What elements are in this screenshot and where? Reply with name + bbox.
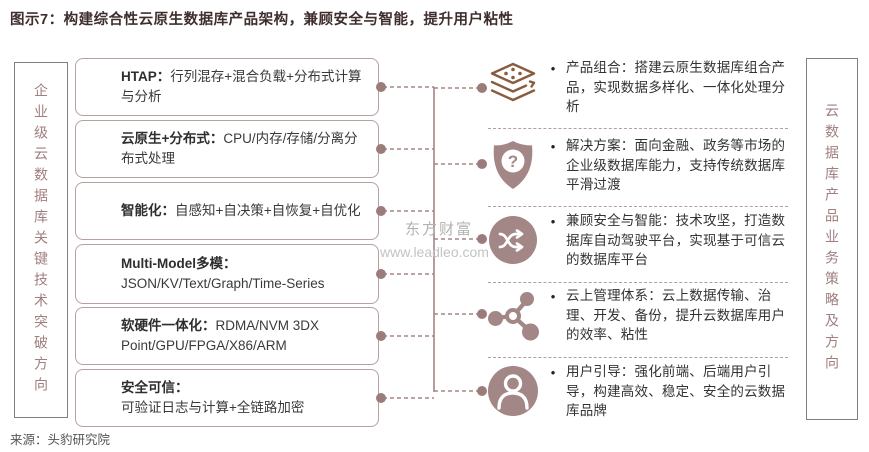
watermark-brand: 东方财富 xyxy=(405,221,474,238)
strategy-text: 产品组合：搭建云原生数据库组合产品，实现数据多样化、一体化处理分析 xyxy=(566,60,786,114)
row-separator xyxy=(488,128,788,129)
tech-box-text: 智能化：自感知+自决策+自恢复+自优化 xyxy=(121,201,364,221)
bullet-dot: • xyxy=(550,289,556,304)
strategy-text: 用户引导：强化前端、后端用户引导，构建高效、稳定、安全的云数据库品牌 xyxy=(566,364,786,418)
strategy-text: 云上管理体系：云上数据传输、治理、开发、备份，提升云数据库用户的效率、粘性 xyxy=(566,288,786,342)
tech-box-label: 云原生+分布式： xyxy=(121,131,224,146)
layers-icon xyxy=(486,60,540,114)
tech-box-label: 软硬件一体化： xyxy=(121,318,216,333)
right-panel-label: 云数据库产品业务策略及方向 xyxy=(824,102,840,376)
tech-box-text: HTAP：行列混存+混合负载+分布式计算与分析 xyxy=(121,67,364,107)
strategy-row-cloud-management: • 云上管理体系：云上数据传输、治理、开发、备份，提升云数据库用户的效率、粘性 xyxy=(486,286,792,345)
row-separator xyxy=(488,357,788,358)
tech-box-label: 智能化： xyxy=(121,203,175,218)
tech-box-cloud-native: 云原生+分布式：CPU/内存/存储/分离分布式处理 xyxy=(75,120,379,178)
tech-box-body: JSON/KV/Text/Graph/Time-Series xyxy=(121,276,325,291)
strategy-row-security-intelligence: • 兼顾安全与智能：技术攻坚，打造数据库自动驾驶平台，实现基于可信云的数据库平台 xyxy=(486,211,792,270)
row-separator xyxy=(488,206,788,207)
tech-box-label: 安全可信： xyxy=(121,380,189,395)
watermark-url: www.leadleo.com xyxy=(380,244,489,260)
row-separator xyxy=(488,282,788,283)
strategy-row-product-mix: • 产品组合：搭建云原生数据库组合产品，实现数据多样化、一体化处理分析 xyxy=(486,58,792,117)
tech-box-body: CPU/内存/存储/分离分布式处理 xyxy=(121,131,358,166)
tech-box-text: 安全可信： 可验证日志与计算+全链路加密 xyxy=(121,378,364,418)
left-panel-label: 企业级云数据库关键技术突破方向 xyxy=(33,82,49,398)
strategy-text: 解决方案：面向金融、政务等市场的企业级数据库能力，支持传统数据库平滑过渡 xyxy=(566,138,786,192)
shield-question-glyph: ? xyxy=(508,152,518,171)
tech-box-intelligent: 智能化：自感知+自决策+自恢复+自优化 xyxy=(75,182,379,240)
figure-title: 图示7：构建综合性云原生数据库产品架构，兼顾安全与智能，提升用户粘性 xyxy=(10,12,514,28)
tech-box-body: RDMA/NVM 3DX Point/GPU/FPGA/X86/ARM xyxy=(121,318,320,353)
molecule-icon xyxy=(486,288,540,342)
tech-box-label: HTAP： xyxy=(121,69,171,84)
strategy-row-solutions: ? • 解决方案：面向金融、政务等市场的企业级数据库能力，支持传统数据库平滑过渡 xyxy=(486,136,792,195)
strategy-text: 兼顾安全与智能：技术攻坚，打造数据库自动驾驶平台，实现基于可信云的数据库平台 xyxy=(566,213,786,267)
tech-box-secure-trusted: 安全可信： 可验证日志与计算+全链路加密 xyxy=(75,369,379,427)
tech-box-text: Multi-Model多模： JSON/KV/Text/Graph/Time-Se… xyxy=(121,254,364,294)
user-icon xyxy=(486,364,540,418)
tech-box-hw-sw-integration: 软硬件一体化：RDMA/NVM 3DX Point/GPU/FPGA/X86/A… xyxy=(75,307,379,365)
source-note: 来源：头豹研究院 xyxy=(10,433,111,447)
tech-box-multi-model: Multi-Model多模： JSON/KV/Text/Graph/Time-Se… xyxy=(75,244,379,304)
tech-box-body: 行列混存+混合负载+分布式计算与分析 xyxy=(121,69,362,104)
left-category-panel: 企业级云数据库关键技术突破方向 xyxy=(14,62,68,418)
bullet-dot: • xyxy=(550,139,556,154)
tech-box-htap: HTAP：行列混存+混合负载+分布式计算与分析 xyxy=(75,58,379,116)
tech-box-label: Multi-Model多模： xyxy=(121,256,237,271)
bullet-dot: • xyxy=(550,365,556,380)
tech-box-text: 云原生+分布式：CPU/内存/存储/分离分布式处理 xyxy=(121,129,364,169)
shield-question-icon: ? xyxy=(486,138,540,192)
strategy-row-user-guidance: • 用户引导：强化前端、后端用户引导，构建高效、稳定、安全的云数据库品牌 xyxy=(486,362,792,421)
bullet-dot: • xyxy=(550,61,556,76)
tech-box-body: 可验证日志与计算+全链路加密 xyxy=(121,400,305,415)
bullet-dot: • xyxy=(550,214,556,229)
tech-box-body: 自感知+自决策+自恢复+自优化 xyxy=(175,203,361,218)
tech-box-text: 软硬件一体化：RDMA/NVM 3DX Point/GPU/FPGA/X86/A… xyxy=(121,316,364,356)
shuffle-arrows-icon xyxy=(486,213,540,267)
right-category-panel: 云数据库产品业务策略及方向 xyxy=(806,58,858,420)
